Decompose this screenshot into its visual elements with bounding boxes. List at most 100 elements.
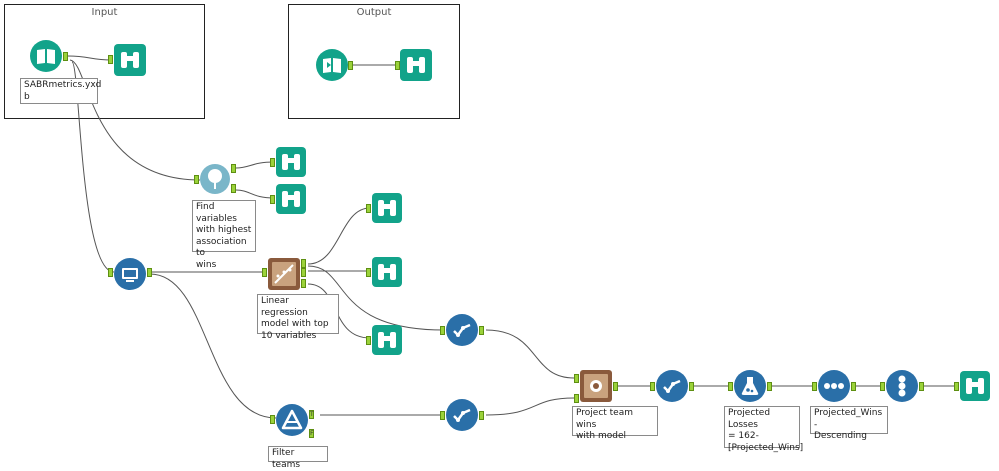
input-container-title: Input xyxy=(91,7,118,18)
binoculars-icon xyxy=(114,44,146,76)
score-data-anchor[interactable] xyxy=(574,394,579,403)
check-2-input-anchor[interactable] xyxy=(440,411,445,420)
browse-association-interactive-anchor[interactable] xyxy=(270,195,275,204)
record-id-output-anchor[interactable] xyxy=(919,382,924,391)
record-id-icon xyxy=(656,370,688,402)
binoculars-icon xyxy=(276,147,306,177)
select-icon xyxy=(114,258,146,290)
check-tool-1[interactable] xyxy=(446,314,478,346)
browse-regression-report-anchor[interactable] xyxy=(366,268,371,277)
browse-regression-model-anchor[interactable] xyxy=(366,204,371,213)
output-container-title: Output xyxy=(356,7,392,18)
filter-icon xyxy=(276,404,308,436)
browse-association-report-anchor[interactable] xyxy=(270,158,275,167)
formula-input-anchor[interactable] xyxy=(728,382,733,391)
browse-tool-final[interactable] xyxy=(960,371,990,401)
check-2-output-anchor[interactable] xyxy=(479,411,484,420)
browse-input-anchor[interactable] xyxy=(108,55,113,64)
record-id-icon xyxy=(446,399,478,431)
sort-icon xyxy=(818,370,850,402)
filter-true-anchor[interactable] xyxy=(309,410,314,419)
linear-regression-icon xyxy=(268,258,300,290)
check-1-output-anchor[interactable] xyxy=(479,326,484,335)
check-3-output-anchor[interactable] xyxy=(689,382,694,391)
connection-input-select xyxy=(71,61,115,273)
filter-false-anchor[interactable] xyxy=(309,429,314,438)
formula-tool[interactable] xyxy=(734,370,766,402)
connection-select-filter xyxy=(149,273,277,419)
filter-true-label: T xyxy=(310,411,314,418)
connection-regression-score xyxy=(307,265,445,331)
sort-annotation: Projected_Wins - Descending xyxy=(810,406,888,441)
browse-tool-association-interactive[interactable] xyxy=(276,184,306,214)
filter-false-label: F xyxy=(310,430,314,437)
filter-input-anchor[interactable] xyxy=(270,415,275,424)
regression-model-anchor[interactable] xyxy=(301,259,306,268)
record-id-icon xyxy=(446,314,478,346)
binoculars-icon xyxy=(276,184,306,214)
book-icon xyxy=(30,40,62,72)
binoculars-icon xyxy=(960,371,990,401)
browse-tool-regression-model[interactable] xyxy=(372,193,402,223)
record-id-icon xyxy=(886,370,918,402)
record-id-input-anchor[interactable] xyxy=(880,382,885,391)
check-1-input-anchor[interactable] xyxy=(440,326,445,335)
output-data-anchor[interactable] xyxy=(348,61,353,70)
binoculars-icon xyxy=(400,49,432,81)
filter-annotation: Filter teams xyxy=(268,446,328,470)
sort-tool[interactable] xyxy=(818,370,850,402)
input-data-output-anchor[interactable] xyxy=(63,52,68,61)
sort-output-anchor[interactable] xyxy=(851,382,856,391)
score-tool[interactable] xyxy=(580,370,612,402)
flask-icon xyxy=(734,370,766,402)
check-tool-3[interactable] xyxy=(656,370,688,402)
linear-regression-tool[interactable] xyxy=(268,258,300,290)
regression-interactive-anchor[interactable] xyxy=(301,279,306,288)
binoculars-icon xyxy=(372,257,402,287)
sort-input-anchor[interactable] xyxy=(812,382,817,391)
score-output-anchor[interactable] xyxy=(613,382,618,391)
browse-final-anchor[interactable] xyxy=(954,382,959,391)
score-icon xyxy=(580,370,612,402)
connection-input-browse xyxy=(67,55,113,61)
formula-output-anchor[interactable] xyxy=(767,382,772,391)
association-annotation: Find variables with highest association … xyxy=(192,200,256,270)
input-data-tool[interactable] xyxy=(30,40,62,72)
browse-tool-output[interactable] xyxy=(400,49,432,81)
check-tool-2[interactable] xyxy=(446,399,478,431)
select-output-anchor[interactable] xyxy=(147,268,152,277)
filter-tool[interactable] xyxy=(276,404,308,436)
browse-tool-regression-interactive[interactable] xyxy=(372,325,402,355)
binoculars-icon xyxy=(372,325,402,355)
score-annotation: Project team wins with model xyxy=(572,406,658,441)
browse-regression-interactive-anchor[interactable] xyxy=(366,336,371,345)
association-input-anchor[interactable] xyxy=(194,175,199,184)
binoculars-icon xyxy=(372,193,402,223)
score-model-anchor[interactable] xyxy=(574,374,579,383)
book-output-icon xyxy=(316,49,348,81)
regression-report-anchor[interactable] xyxy=(301,268,306,277)
association-report-anchor[interactable] xyxy=(231,164,236,173)
record-id-tool[interactable] xyxy=(886,370,918,402)
browse-tool-regression-report[interactable] xyxy=(372,257,402,287)
association-analysis-tool[interactable] xyxy=(200,164,230,194)
browse-tool-association-report[interactable] xyxy=(276,147,306,177)
connection-recordid2-score xyxy=(485,397,575,416)
connection-input-association xyxy=(69,59,201,181)
connection-association-browse2 xyxy=(235,189,275,199)
formula-annotation: Projected Losses = 162- [Projected_Wins] xyxy=(724,406,803,453)
browse-output-anchor[interactable] xyxy=(395,61,400,70)
connection-regression-browse1 xyxy=(307,207,371,265)
association-interactive-anchor[interactable] xyxy=(231,184,236,193)
connection-association-browse1 xyxy=(235,161,275,169)
browse-tool-input[interactable] xyxy=(114,44,146,76)
output-data-tool[interactable] xyxy=(316,49,348,81)
check-3-input-anchor[interactable] xyxy=(650,382,655,391)
select-input-anchor[interactable] xyxy=(108,268,113,277)
connection-recordid1-score xyxy=(485,329,575,379)
select-tool[interactable] xyxy=(114,258,146,290)
regression-annotation: Linear regression model with top 10 vari… xyxy=(257,294,339,341)
regression-input-anchor[interactable] xyxy=(262,268,267,277)
